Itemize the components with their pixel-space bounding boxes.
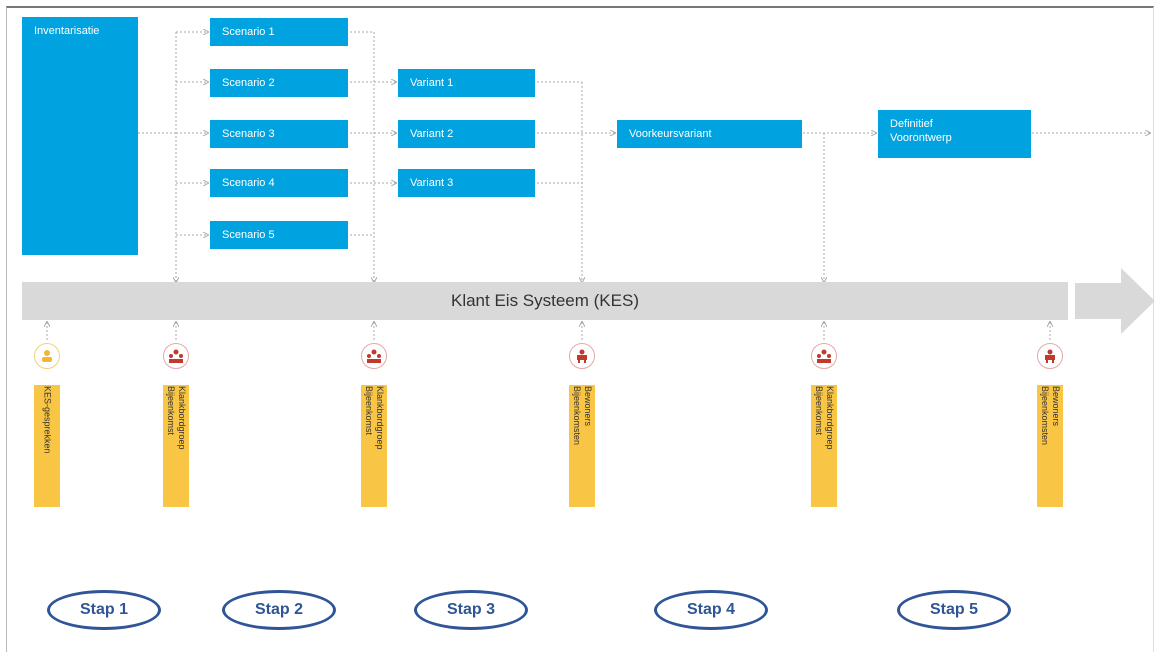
scenario-2-box: Scenario 2 bbox=[210, 69, 348, 97]
group-icon bbox=[361, 343, 387, 369]
stap-2: Stap 2 bbox=[222, 590, 336, 630]
person-icon bbox=[34, 343, 60, 369]
meeting-label: KES-gesprekken bbox=[34, 385, 60, 507]
scenario-5-box: Scenario 5 bbox=[210, 221, 348, 249]
kes-bar: Klant Eis Systeem (KES) bbox=[22, 282, 1068, 320]
group-icon bbox=[811, 343, 837, 369]
voorkeursvariant-box: Voorkeursvariant bbox=[617, 120, 802, 148]
variant-3-box: Variant 3 bbox=[398, 169, 535, 197]
meeting-label: Klankbordgroep Bijeenkomst bbox=[811, 385, 837, 507]
stap-5: Stap 5 bbox=[897, 590, 1011, 630]
variant-1-box: Variant 1 bbox=[398, 69, 535, 97]
inventarisatie-box: Inventarisatie bbox=[22, 17, 138, 255]
definitief-voorontwerp-box: Definitief Voorontwerp bbox=[878, 110, 1031, 158]
stap-4: Stap 4 bbox=[654, 590, 768, 630]
stap-3: Stap 3 bbox=[414, 590, 528, 630]
meeting-label: Klankbordgroep Bijeenkomst bbox=[163, 385, 189, 507]
scenario-4-box: Scenario 4 bbox=[210, 169, 348, 197]
scenario-1-box: Scenario 1 bbox=[210, 18, 348, 46]
meeting-label: Klankbordgroep Bijeenkomst bbox=[361, 385, 387, 507]
scenario-3-box: Scenario 3 bbox=[210, 120, 348, 148]
residents-icon bbox=[569, 343, 595, 369]
variant-2-box: Variant 2 bbox=[398, 120, 535, 148]
meeting-label: Bewoners Bijeenkomsten bbox=[1037, 385, 1063, 507]
residents-icon bbox=[1037, 343, 1063, 369]
group-icon bbox=[163, 343, 189, 369]
kes-arrow-head bbox=[1075, 268, 1155, 334]
stap-1: Stap 1 bbox=[47, 590, 161, 630]
meeting-label: Bewoners Bijeenkomsten bbox=[569, 385, 595, 507]
diagram-frame bbox=[6, 6, 1154, 652]
